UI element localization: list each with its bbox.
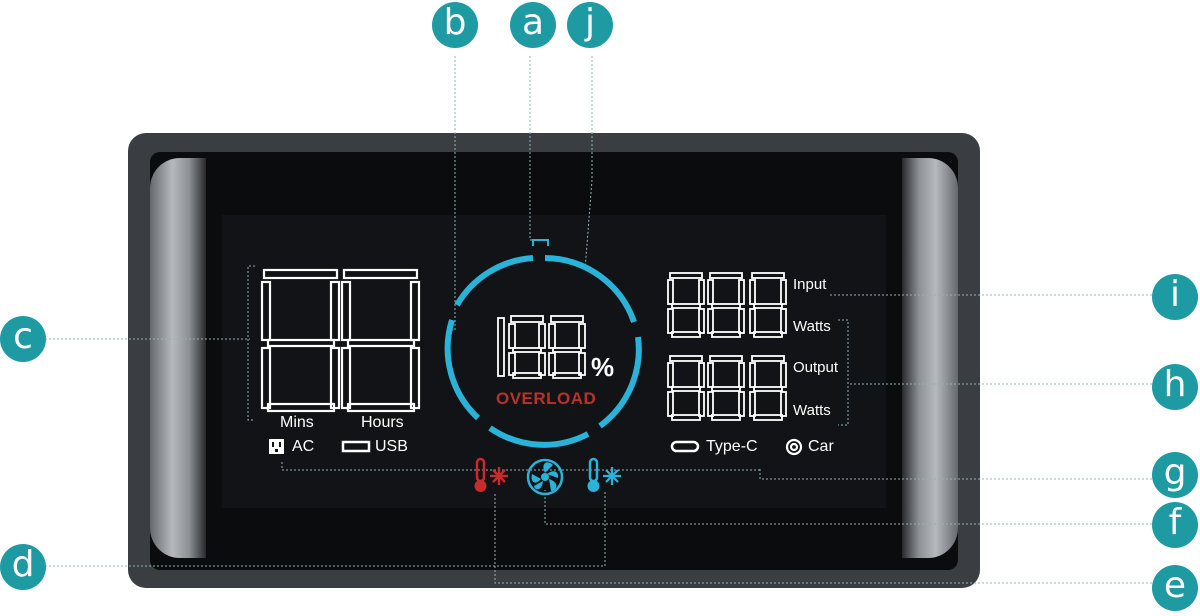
battery-ring (444, 255, 642, 448)
callout-d: d (0, 544, 46, 590)
ac-outlet-icon (269, 439, 284, 454)
ring-segment-bottom (488, 425, 590, 448)
time-digits (260, 268, 421, 413)
ac-label: AC (292, 438, 315, 455)
bezel-highlight-left (150, 158, 206, 558)
car-label: Car (808, 438, 834, 455)
leader-line-f (544, 490, 1160, 525)
leader-line-h-bracket (838, 319, 849, 426)
type-c-port-icon (670, 440, 700, 453)
callout-a: a (510, 2, 556, 48)
mins-label: Mins (280, 414, 314, 431)
percent-digits (497, 315, 586, 379)
output-unit-label: Watts (793, 402, 831, 419)
hours-label: Hours (361, 414, 404, 431)
leader-line-c-bracket (247, 265, 255, 421)
usb-label: USB (375, 438, 408, 455)
input-digit-2 (707, 272, 745, 338)
input-unit-label: Watts (793, 318, 831, 335)
usb-port-icon (341, 440, 371, 453)
time-digit-2 (340, 268, 421, 413)
leader-line-e (494, 492, 1160, 584)
type-c-label: Type-C (706, 438, 758, 455)
output-label: Output (793, 359, 839, 376)
percent-digit-1 (497, 317, 505, 377)
output-digit-2 (707, 355, 745, 421)
overload-indicator: OVERLOAD (496, 389, 597, 408)
leader-line-b (450, 56, 456, 331)
high-temperature-icon (474, 457, 508, 492)
percent-digit-3 (548, 315, 586, 379)
callout-g: g (1152, 452, 1198, 498)
callout-e: e (1152, 565, 1198, 611)
low-temperature-icon (587, 457, 621, 492)
input-digit-3 (749, 272, 787, 338)
percent-digit-2 (508, 315, 546, 379)
callout-j: j (567, 2, 613, 48)
ring-segment-left (444, 319, 481, 421)
ring-segment-top-right (544, 255, 637, 323)
percent-symbol: % (591, 352, 615, 382)
leader-line-d (45, 490, 606, 567)
fan-icon (526, 458, 564, 496)
ring-top-marker (532, 239, 549, 246)
leader-line-a (529, 56, 548, 241)
bezel-highlight-right (902, 158, 958, 558)
callout-b: b (432, 2, 478, 48)
leader-lines (45, 56, 1160, 584)
time-digit-1 (260, 268, 341, 413)
input-label: Input (793, 276, 827, 293)
car-port-icon (785, 438, 803, 456)
callout-i: i (1152, 274, 1198, 320)
callout-c: c (0, 316, 46, 362)
ring-segment-right (598, 336, 642, 429)
leader-line-g (759, 468, 1160, 480)
output-digit-3 (749, 355, 787, 421)
callout-f: f (1152, 502, 1198, 548)
input-watts-digits (667, 272, 787, 338)
output-watts-digits (667, 355, 787, 421)
output-digit-1 (667, 355, 705, 421)
input-digit-1 (667, 272, 705, 338)
leader-line-j (584, 56, 593, 271)
ring-segment-top-left (454, 255, 534, 307)
callout-h: h (1152, 364, 1198, 410)
leader-line-g-left (281, 462, 760, 471)
